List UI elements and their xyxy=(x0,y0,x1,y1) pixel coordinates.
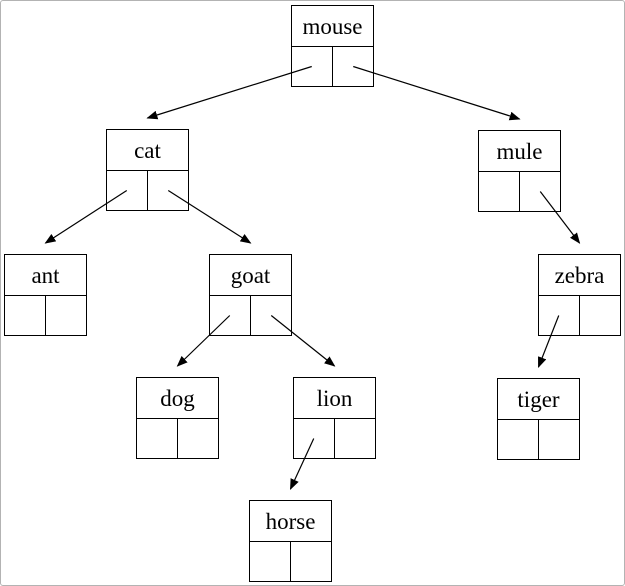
node-pointer-cells xyxy=(250,542,331,581)
node-left-pointer-cell xyxy=(107,171,147,210)
node-label: mule xyxy=(479,131,560,172)
node-pointer-cells xyxy=(539,296,620,335)
node-label: mouse xyxy=(292,6,373,47)
node-right-pointer-cell xyxy=(332,47,373,86)
node-right-pointer-cell xyxy=(250,296,291,335)
node-pointer-cells xyxy=(137,419,218,458)
node-left-pointer-cell xyxy=(539,296,579,335)
node-left-pointer-cell xyxy=(210,296,250,335)
tree-node-tiger: tiger xyxy=(497,378,580,460)
node-label: lion xyxy=(294,378,375,419)
node-left-pointer-cell xyxy=(292,47,332,86)
node-pointer-cells xyxy=(5,296,86,335)
node-pointer-cells xyxy=(498,420,579,459)
node-label: goat xyxy=(210,255,291,296)
node-label: cat xyxy=(107,130,188,171)
node-pointer-cells xyxy=(107,171,188,210)
tree-node-ant: ant xyxy=(4,254,87,336)
tree-node-mule: mule xyxy=(478,130,561,212)
node-pointer-cells xyxy=(479,172,560,211)
tree-node-goat: goat xyxy=(209,254,292,336)
node-label: dog xyxy=(137,378,218,419)
node-left-pointer-cell xyxy=(137,419,177,458)
tree-node-cat: cat xyxy=(106,129,189,211)
node-label: ant xyxy=(5,255,86,296)
tree-node-mouse: mouse xyxy=(291,5,374,87)
node-left-pointer-cell xyxy=(498,420,538,459)
node-left-pointer-cell xyxy=(5,296,45,335)
node-right-pointer-cell xyxy=(177,419,218,458)
node-right-pointer-cell xyxy=(579,296,620,335)
node-left-pointer-cell xyxy=(250,542,290,581)
node-right-pointer-cell xyxy=(147,171,188,210)
node-right-pointer-cell xyxy=(519,172,560,211)
node-left-pointer-cell xyxy=(479,172,519,211)
node-right-pointer-cell xyxy=(334,419,375,458)
tree-node-horse: horse xyxy=(249,500,332,582)
tree-node-dog: dog xyxy=(136,377,219,459)
node-right-pointer-cell xyxy=(45,296,86,335)
tree-node-lion: lion xyxy=(293,377,376,459)
tree-node-zebra: zebra xyxy=(538,254,621,336)
node-label: horse xyxy=(250,501,331,542)
node-pointer-cells xyxy=(294,419,375,458)
node-pointer-cells xyxy=(210,296,291,335)
node-pointer-cells xyxy=(292,47,373,86)
node-label: tiger xyxy=(498,379,579,420)
node-left-pointer-cell xyxy=(294,419,334,458)
node-right-pointer-cell xyxy=(290,542,331,581)
node-right-pointer-cell xyxy=(538,420,579,459)
node-label: zebra xyxy=(539,255,620,296)
